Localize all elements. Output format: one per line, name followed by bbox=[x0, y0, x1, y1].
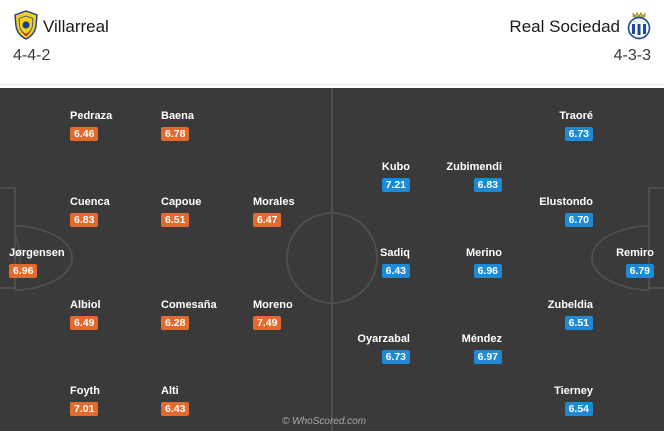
home-player-pedraza[interactable]: Pedraza 6.46 bbox=[70, 110, 190, 141]
player-rating: 6.28 bbox=[161, 316, 190, 330]
player-name: Zubeldia bbox=[547, 299, 593, 311]
away-player-remiro[interactable]: Remiro 6.79 bbox=[534, 247, 654, 278]
player-rating: 6.43 bbox=[381, 264, 410, 278]
villarreal-crest-icon bbox=[14, 10, 38, 40]
player-name: Moreno bbox=[253, 299, 293, 311]
player-rating: 6.51 bbox=[564, 316, 593, 330]
player-name: Baena bbox=[161, 110, 195, 122]
player-name: Cuenca bbox=[70, 196, 110, 208]
player-rating: 6.47 bbox=[253, 213, 282, 227]
player-name: Zubimendi bbox=[446, 161, 502, 173]
player-name: Tierney bbox=[554, 385, 593, 397]
away-player-elustondo[interactable]: Elustondo 6.70 bbox=[473, 196, 593, 227]
away-player-tierney[interactable]: Tierney 6.54 bbox=[473, 385, 593, 416]
player-name: Remiro bbox=[616, 247, 654, 259]
player-name: Méndez bbox=[461, 333, 502, 345]
player-rating: 6.46 bbox=[70, 127, 99, 141]
home-player-capoue[interactable]: Capoue 6.51 bbox=[161, 196, 281, 227]
player-name: Foyth bbox=[70, 385, 100, 397]
player-rating: 7.21 bbox=[381, 178, 410, 192]
player-name: Comesaña bbox=[161, 299, 217, 311]
home-player-jorgensen[interactable]: Jørgensen 6.96 bbox=[9, 247, 129, 278]
player-name: Merino bbox=[465, 247, 502, 259]
away-player-traore[interactable]: Traoré 6.73 bbox=[473, 110, 593, 141]
player-name: Elustondo bbox=[539, 196, 593, 208]
player-name: Alti bbox=[161, 385, 179, 397]
player-rating: 6.83 bbox=[70, 213, 99, 227]
home-player-cuenca[interactable]: Cuenca 6.83 bbox=[70, 196, 190, 227]
player-rating: 6.83 bbox=[473, 178, 502, 192]
home-player-baena[interactable]: Baena 6.78 bbox=[161, 110, 281, 141]
whoscored-watermark: © WhoScored.com bbox=[282, 416, 367, 427]
away-formation: 4-3-3 bbox=[613, 47, 651, 64]
player-rating: 7.49 bbox=[253, 316, 282, 330]
player-rating: 6.70 bbox=[564, 213, 593, 227]
pitch: Pedraza 6.46 Baena 6.78 Cuenca 6.83 Capo… bbox=[0, 88, 664, 431]
away-player-oyarzabal[interactable]: Oyarzabal 6.73 bbox=[290, 333, 410, 364]
player-rating: 6.78 bbox=[161, 127, 190, 141]
away-player-mendez[interactable]: Méndez 6.97 bbox=[382, 333, 502, 364]
player-name: Jørgensen bbox=[9, 247, 65, 259]
away-player-sadiq[interactable]: Sadiq 6.43 bbox=[290, 247, 410, 278]
player-rating: 6.51 bbox=[161, 213, 190, 227]
home-player-alti[interactable]: Alti 6.43 bbox=[161, 385, 281, 416]
player-name: Kubo bbox=[381, 161, 410, 173]
match-header: Villarreal 4-4-2 Real Sociedad 4-3-3 bbox=[0, 0, 664, 88]
player-rating: 6.96 bbox=[9, 264, 38, 278]
player-rating: 7.01 bbox=[70, 402, 99, 416]
home-player-comesana[interactable]: Comesaña 6.28 bbox=[161, 299, 281, 330]
away-player-zubeldia[interactable]: Zubeldia 6.51 bbox=[473, 299, 593, 330]
player-rating: 6.54 bbox=[564, 402, 593, 416]
away-team-name[interactable]: Real Sociedad bbox=[509, 17, 620, 36]
player-rating: 6.96 bbox=[473, 264, 502, 278]
player-rating: 6.43 bbox=[161, 402, 190, 416]
player-rating: 6.73 bbox=[564, 127, 593, 141]
player-rating: 6.49 bbox=[70, 316, 99, 330]
player-rating: 6.73 bbox=[381, 350, 410, 364]
player-name: Traoré bbox=[559, 110, 593, 122]
home-formation: 4-4-2 bbox=[13, 47, 51, 64]
real-sociedad-crest-icon bbox=[627, 11, 651, 40]
player-name: Pedraza bbox=[70, 110, 113, 122]
home-team-name[interactable]: Villarreal bbox=[43, 17, 109, 36]
player-name: Oyarzabal bbox=[357, 333, 410, 345]
player-name: Albiol bbox=[70, 299, 101, 311]
home-player-moreno[interactable]: Moreno 7.49 bbox=[253, 299, 373, 330]
player-name: Capoue bbox=[161, 196, 202, 208]
away-player-kubo[interactable]: Kubo 7.21 bbox=[290, 161, 410, 192]
away-player-merino[interactable]: Merino 6.96 bbox=[382, 247, 502, 278]
home-player-foyth[interactable]: Foyth 7.01 bbox=[70, 385, 190, 416]
player-rating: 6.97 bbox=[473, 350, 502, 364]
player-rating: 6.79 bbox=[625, 264, 654, 278]
player-name: Sadiq bbox=[380, 247, 410, 259]
player-name: Morales bbox=[253, 196, 295, 208]
pitch-lines bbox=[0, 88, 664, 431]
away-player-zubimendi[interactable]: Zubimendi 6.83 bbox=[382, 161, 502, 192]
home-player-albiol[interactable]: Albiol 6.49 bbox=[70, 299, 190, 330]
header-divider bbox=[0, 84, 664, 85]
home-player-morales[interactable]: Morales 6.47 bbox=[253, 196, 373, 227]
